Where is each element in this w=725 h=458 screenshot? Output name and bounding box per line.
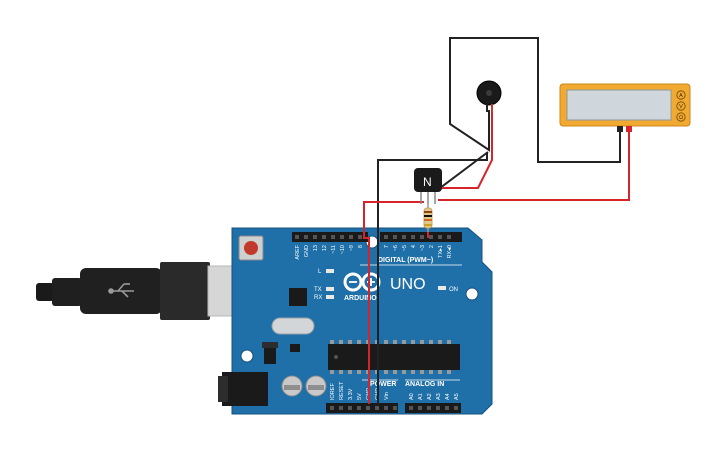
analog-pin-label-1: A1	[418, 393, 424, 400]
led-tx-label: TX	[314, 287, 322, 293]
usb-chip	[289, 288, 307, 306]
power-pin-label-1: RESET	[339, 381, 345, 400]
multimeter-mode-label-1: V	[679, 104, 683, 110]
digital-header[interactable]	[292, 232, 462, 242]
board-model: UNO	[390, 276, 426, 293]
reset-button[interactable]	[238, 235, 264, 261]
top-pin-label-14: TX▸1	[438, 245, 444, 258]
power-header[interactable]	[326, 403, 398, 413]
multimeter-mode-selector[interactable]: AVΩ	[676, 90, 686, 122]
multimeter-mode-label-2: Ω	[679, 115, 683, 121]
npn-transistor[interactable]: N	[414, 168, 442, 204]
power-header-label: POWER	[370, 381, 396, 388]
analog-header-label: ANALOG IN	[405, 381, 444, 388]
transistor-label: N	[423, 175, 432, 189]
led-rx-label: RX	[314, 295, 322, 301]
top-pin-label-5: ~10	[340, 245, 346, 254]
wire-red-motor[interactable]	[434, 110, 493, 189]
wire-black-motor-loop[interactable]	[449, 37, 621, 163]
multimeter-mode-button-1[interactable]	[676, 101, 686, 111]
led-rx	[326, 295, 334, 299]
top-pin-label-7: 8	[358, 245, 364, 248]
crystal-oscillator	[271, 317, 315, 335]
top-pin-label-3: 12	[322, 245, 328, 251]
icsp-header	[444, 346, 458, 368]
top-pin-label-13: 2	[429, 245, 435, 248]
top-pin-label-15: RX◂0	[447, 245, 453, 258]
led-tx	[326, 287, 334, 291]
top-pin-label-6: ~9	[349, 245, 355, 251]
top-pin-label-2: 13	[313, 245, 319, 251]
top-pin-label-1: GND	[304, 245, 310, 257]
multimeter-probe-v[interactable]	[626, 126, 632, 132]
power-pin-label-0: IOREF	[330, 383, 336, 400]
capacitor	[281, 375, 327, 397]
multimeter[interactable]: AVΩ	[559, 83, 691, 132]
analog-pin-label-2: A2	[427, 393, 433, 400]
top-pin-label-11: 4	[411, 245, 417, 248]
power-pin-label-3: 5V	[357, 393, 363, 400]
microcontroller-chip	[328, 344, 460, 370]
wire-black-transistor-gnd[interactable]	[377, 152, 488, 404]
chip-pins-top	[330, 340, 451, 374]
usb-symbol-icon	[108, 283, 134, 298]
top-pin-label-10: ~5	[402, 245, 408, 251]
wire-red-multimeter[interactable]	[438, 128, 630, 201]
multimeter-mode-button-2[interactable]	[676, 112, 686, 122]
analog-pin-label-4: A4	[445, 393, 451, 400]
top-pin-label-4: ~11	[331, 245, 337, 254]
top-pin-label-0: AREF	[295, 244, 301, 259]
analog-pin-label-0: A0	[409, 393, 415, 400]
power-pin-label-2: 3.3V	[348, 388, 354, 400]
resistor[interactable]	[423, 204, 433, 232]
led-on	[438, 286, 446, 290]
digital-header-label: DIGITAL (PWM~)	[378, 257, 433, 264]
power-jack[interactable]	[222, 372, 268, 406]
top-pin-label-12: ~3	[420, 245, 426, 251]
multimeter-probe-com[interactable]	[617, 126, 623, 132]
board-brand: ARDUINO	[344, 295, 377, 302]
analog-pin-label-3: A3	[436, 393, 442, 400]
analog-pin-label-5: A5	[454, 393, 460, 400]
multimeter-mode-button-0[interactable]	[676, 90, 686, 100]
led-on-label: ON	[449, 287, 458, 293]
multimeter-mode-label-0: A	[679, 93, 683, 99]
voltage-regulator	[264, 348, 276, 364]
top-pin-label-9: ~6	[393, 245, 399, 251]
multimeter-display	[566, 89, 672, 121]
wire-red-5v[interactable]	[363, 201, 424, 404]
led-l-label: L	[318, 269, 322, 275]
top-pin-label-8: 7	[384, 245, 390, 248]
power-pin-label-6: Vin	[384, 392, 390, 400]
led-l	[326, 269, 334, 273]
dc-motor[interactable]	[476, 80, 502, 112]
analog-header[interactable]	[405, 403, 461, 413]
